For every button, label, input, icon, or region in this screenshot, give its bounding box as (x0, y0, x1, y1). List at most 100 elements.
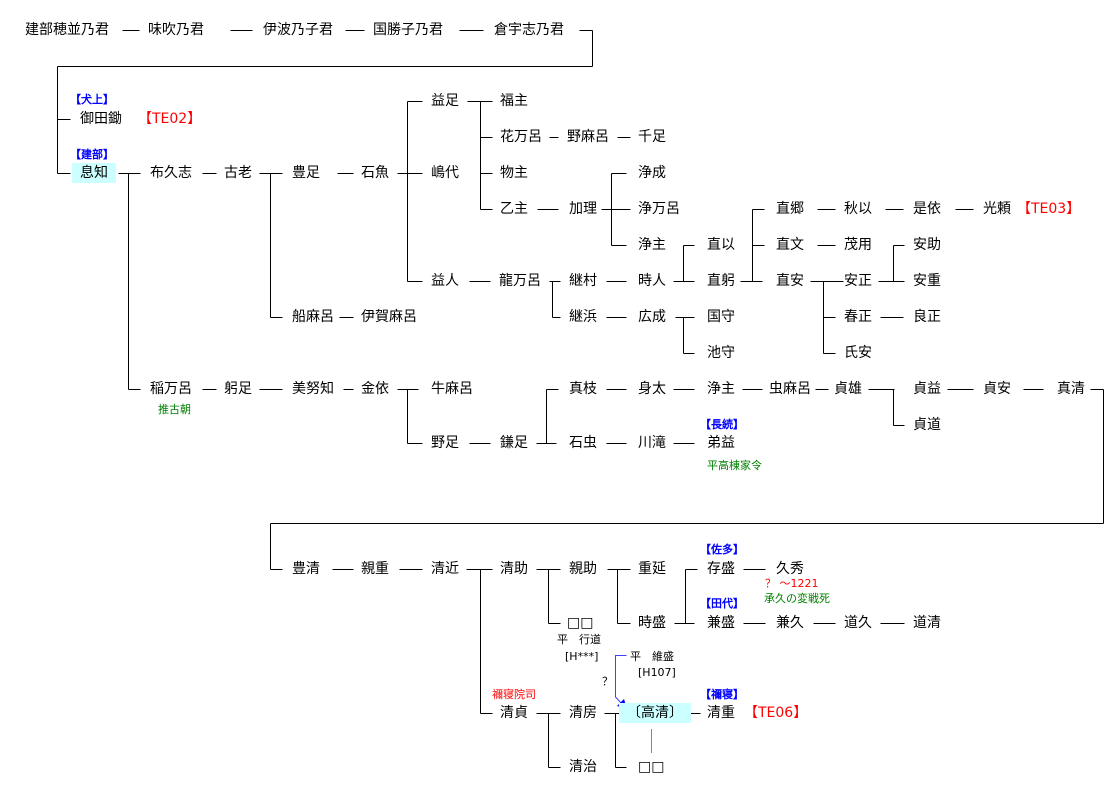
person-name: 牛麻呂 (431, 381, 473, 397)
clan-tag: 【田代】 (700, 597, 744, 610)
person-name: 伊賀麻呂 (361, 309, 417, 325)
person-name: 清貞 (500, 705, 528, 721)
person-name: 貞雄 (834, 381, 862, 397)
person-name: 龍万呂 (499, 273, 541, 289)
person-name: 野足 (431, 435, 459, 451)
person-name: 弟益 (707, 435, 735, 451)
person-name: 野麻呂 (567, 129, 609, 145)
reference-code: 【TE02】 (138, 111, 202, 127)
person-name: 豊清 (292, 561, 320, 577)
person-name: 直文 (776, 237, 804, 253)
person-name: 春正 (844, 309, 872, 325)
person-name: 親重 (361, 561, 389, 577)
person-name: 真枝 (569, 381, 597, 397)
person-name: 川滝 (638, 435, 666, 451)
person-name: 建部穂並乃君 (25, 22, 109, 38)
person-name: 秋以 (844, 201, 872, 217)
person-name: 清重 (707, 705, 735, 721)
person-name: 布久志 (150, 165, 192, 181)
person-name-highlighted: 〔高清〕 (619, 703, 691, 723)
person-name: 清助 (500, 561, 528, 577)
person-name: 是依 (913, 201, 941, 217)
person-name: 乙主 (500, 201, 528, 217)
person-name: 氏安 (844, 345, 872, 361)
person-name: 道清 (913, 615, 941, 631)
person-name: 時盛 (638, 615, 666, 631)
person-name: 真清 (1057, 381, 1085, 397)
person-name: 虫麻呂 (769, 381, 811, 397)
person-name: 直郷 (776, 201, 804, 217)
annotation: [H***] (565, 650, 599, 663)
reference-code: 【TE06】 (744, 705, 808, 721)
person-name: 直躬 (707, 273, 735, 289)
person-name-highlighted: 息知 (72, 163, 116, 183)
person-name: 福主 (500, 93, 528, 109)
clan-tag: 【禰寝】 (700, 688, 744, 701)
annotation: 禰寝院司 (492, 688, 536, 701)
adoption-arrow (615, 655, 627, 705)
clan-tag: 【長続】 (700, 418, 744, 431)
annotation: 平高棟家令 (707, 459, 762, 472)
person-name: 久秀 (776, 561, 804, 577)
person-name: 豊足 (292, 165, 320, 181)
annotation: ？ ～1221 (765, 577, 819, 590)
person-name: 直以 (707, 237, 735, 253)
person-name: 安重 (913, 273, 941, 289)
person-name: 重延 (638, 561, 666, 577)
person-name: 稲万呂 (150, 381, 192, 397)
person-name: 味吹乃君 (148, 22, 204, 38)
person-name: 伊波乃子君 (263, 22, 333, 38)
person-name: 嶋代 (431, 165, 459, 181)
person-name: 物主 (500, 165, 528, 181)
clan-tag: 【犬上】 (70, 93, 114, 106)
person-name: 躬足 (224, 381, 252, 397)
clan-tag: 【佐多】 (700, 543, 744, 556)
person-name: □□ (567, 615, 594, 631)
person-name: 浄万呂 (638, 201, 680, 217)
person-name: 道久 (844, 615, 872, 631)
person-name: 国守 (707, 309, 735, 325)
annotation: [H107] (638, 666, 676, 679)
person-name: 国勝子乃君 (373, 22, 443, 38)
person-name: 船麻呂 (292, 309, 334, 325)
person-name: 貞道 (913, 417, 941, 433)
person-name: 茂用 (844, 237, 872, 253)
annotation: 承久の変戦死 (764, 592, 830, 605)
person-name: 倉宇志乃君 (494, 22, 564, 38)
person-name: 鎌足 (500, 435, 528, 451)
person-name: 清房 (569, 705, 597, 721)
person-name: 身太 (638, 381, 666, 397)
person-name: 千足 (638, 129, 666, 145)
person-name: 貞益 (913, 381, 941, 397)
person-name: 美努知 (292, 381, 334, 397)
person-name: 継村 (569, 273, 597, 289)
annotation: 平 維盛 (630, 650, 674, 663)
person-name: 益足 (431, 93, 459, 109)
person-name: 親助 (569, 561, 597, 577)
person-name: 浄成 (638, 165, 666, 181)
person-name: 兼久 (776, 615, 804, 631)
person-name: □□ (638, 759, 665, 775)
person-name: 安正 (844, 273, 872, 289)
person-name: 清近 (431, 561, 459, 577)
person-name: 兼盛 (707, 615, 735, 631)
person-name: 石魚 (361, 165, 389, 181)
person-name: 金依 (361, 381, 389, 397)
person-name: 花万呂 (500, 129, 542, 145)
person-name: 存盛 (707, 561, 735, 577)
annotation: ？ (602, 675, 613, 688)
annotation: 平 行道 (557, 633, 601, 646)
person-name: 御田鋤 (80, 111, 122, 127)
person-name: 光頼 (983, 201, 1011, 217)
person-name: 広成 (638, 309, 666, 325)
person-name: 継浜 (569, 309, 597, 325)
person-name: 浄主 (638, 237, 666, 253)
person-name: 石虫 (569, 435, 597, 451)
person-name: 益人 (431, 273, 459, 289)
person-name: 時人 (638, 273, 666, 289)
person-name: 良正 (913, 309, 941, 325)
person-name: 直安 (776, 273, 804, 289)
person-name: 貞安 (983, 381, 1011, 397)
person-name: 加理 (569, 201, 597, 217)
